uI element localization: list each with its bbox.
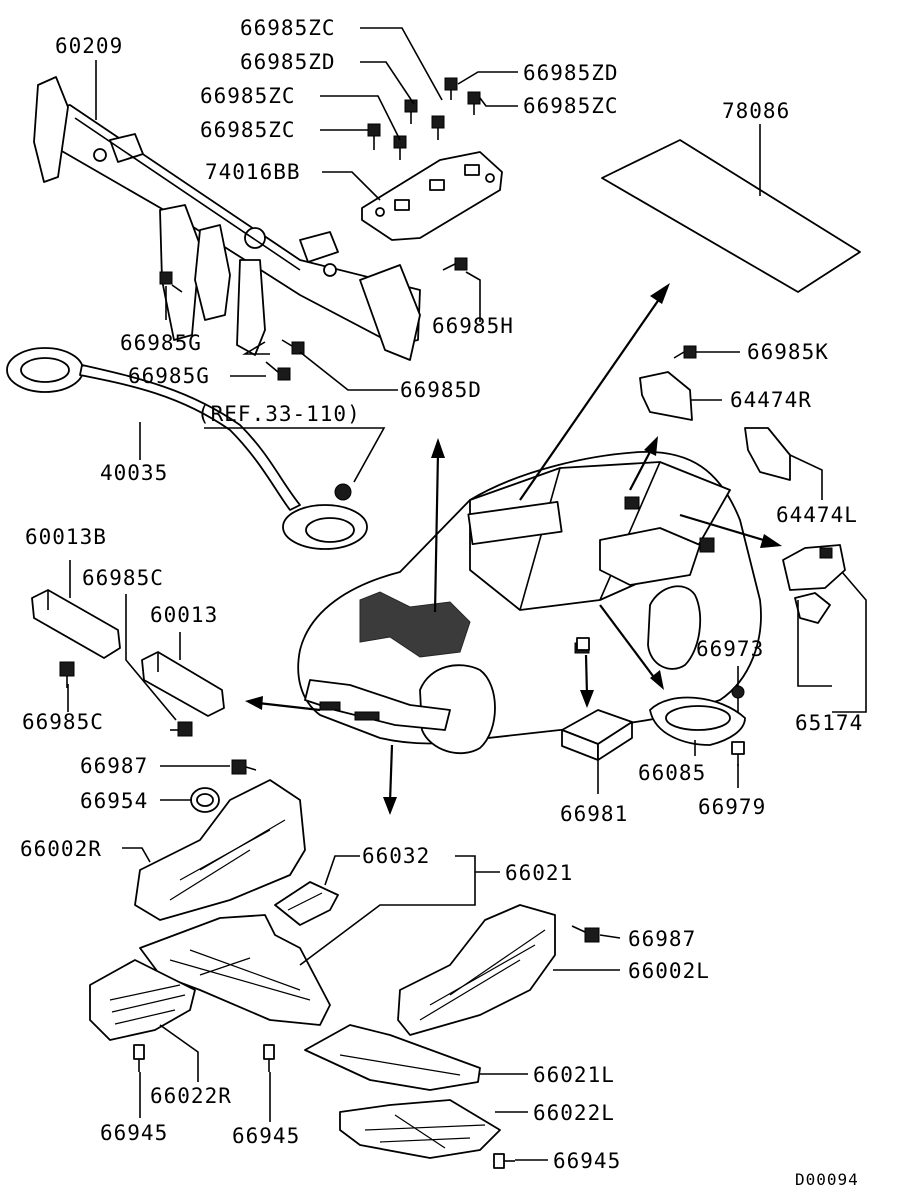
label-66985zc-2: 66985ZC <box>200 84 296 108</box>
label-66985zd-2: 66985ZD <box>523 61 619 85</box>
label-66985c-2: 66985C <box>22 710 104 734</box>
label-66981: 66981 <box>560 802 628 826</box>
bolts-top <box>159 77 697 381</box>
box-65174 <box>782 544 846 624</box>
undercover-66022r <box>89 959 196 1041</box>
label-66954: 66954 <box>80 789 148 813</box>
leader-lines <box>67 27 867 1161</box>
clip-icon <box>493 1153 515 1169</box>
label-66945-2: 66945 <box>232 1124 300 1148</box>
label-66979: 66979 <box>698 795 766 819</box>
bolt-icon <box>159 271 183 293</box>
label-66021l: 66021L <box>533 1063 615 1087</box>
plate-64474r <box>639 371 693 421</box>
bolt-icon <box>444 77 458 100</box>
label-66987-2: 66987 <box>628 927 696 951</box>
label-66973: 66973 <box>696 637 764 661</box>
absorber-60013 <box>141 651 225 717</box>
label-65174: 65174 <box>795 711 863 735</box>
clip-icon <box>731 741 745 766</box>
bolt-icon <box>404 99 418 124</box>
car-body <box>297 451 762 755</box>
pad-78086 <box>601 139 861 293</box>
small-plate <box>576 637 590 651</box>
absorber-60013b <box>31 589 121 659</box>
bolt-icon <box>393 135 407 160</box>
bolt-icon <box>673 345 697 359</box>
bolt-icon <box>59 661 75 688</box>
clip-icon <box>133 1044 145 1072</box>
label-66945-3: 66945 <box>553 1149 621 1173</box>
undercover-66021 <box>139 914 331 1026</box>
grommet-icon <box>190 787 220 813</box>
label-60013b: 60013B <box>25 525 107 549</box>
label-66985g-2: 66985G <box>128 364 210 388</box>
undercover-66022l <box>339 1099 501 1159</box>
label-66985k: 66985K <box>747 340 829 364</box>
bolt-icon <box>170 721 193 737</box>
label-66021: 66021 <box>505 861 573 885</box>
bolt-icon <box>367 123 381 150</box>
cover-66085 <box>649 696 746 746</box>
label-66985zd-1: 66985ZD <box>240 50 336 74</box>
label-66985g-1: 66985G <box>120 331 202 355</box>
label-66985h: 66985H <box>432 314 514 338</box>
label-66985zc-4: 66985ZC <box>200 118 296 142</box>
bracket-74016bb <box>361 151 503 241</box>
plate-64474l <box>744 427 791 481</box>
splash-shield-66002l <box>397 904 556 1036</box>
bolt-icon <box>281 339 305 355</box>
direction-arrows <box>245 283 782 815</box>
diagram-code: D00094 <box>795 1170 859 1187</box>
label-66002r: 66002R <box>20 837 102 861</box>
cross-member-60209 <box>33 76 421 361</box>
label-64474r: 64474R <box>730 388 812 412</box>
cover-66032 <box>274 881 339 926</box>
label-ref: (REF.33-110) <box>197 402 361 426</box>
splash-shield-66002r <box>134 779 306 921</box>
label-66945-1: 66945 <box>100 1121 168 1145</box>
label-66022l: 66022L <box>533 1101 615 1125</box>
clip-icon <box>263 1044 275 1072</box>
label-66985zc-1: 66985ZC <box>240 16 336 40</box>
label-66985zc-3: 66985ZC <box>523 94 619 118</box>
label-64474l: 64474L <box>776 503 858 527</box>
bolt-icon <box>231 759 257 775</box>
label-66022r: 66022R <box>150 1084 232 1108</box>
label-78086: 78086 <box>722 99 790 123</box>
strut-brace-40035 <box>6 347 368 550</box>
label-40035: 40035 <box>100 461 168 485</box>
label-66032: 66032 <box>362 844 430 868</box>
label-66987-1: 66987 <box>80 754 148 778</box>
label-74016bb: 74016BB <box>205 160 301 184</box>
part-labels: 66985ZC 66985ZD 66985ZD 66985ZC 66985ZC … <box>20 16 863 1187</box>
bolt-icon <box>431 115 445 140</box>
bolt-icon <box>442 257 468 271</box>
label-60013: 60013 <box>150 603 218 627</box>
label-60209: 60209 <box>55 34 123 58</box>
bolt-icon <box>467 91 481 115</box>
label-66085: 66085 <box>638 761 706 785</box>
screw-icon <box>731 685 745 712</box>
undercover-66021l <box>304 1024 481 1091</box>
bolt-icon <box>571 925 600 943</box>
label-66002l: 66002L <box>628 959 710 983</box>
label-66985c-1: 66985C <box>82 566 164 590</box>
bolt-icon <box>265 361 291 381</box>
label-66985d: 66985D <box>400 378 482 402</box>
